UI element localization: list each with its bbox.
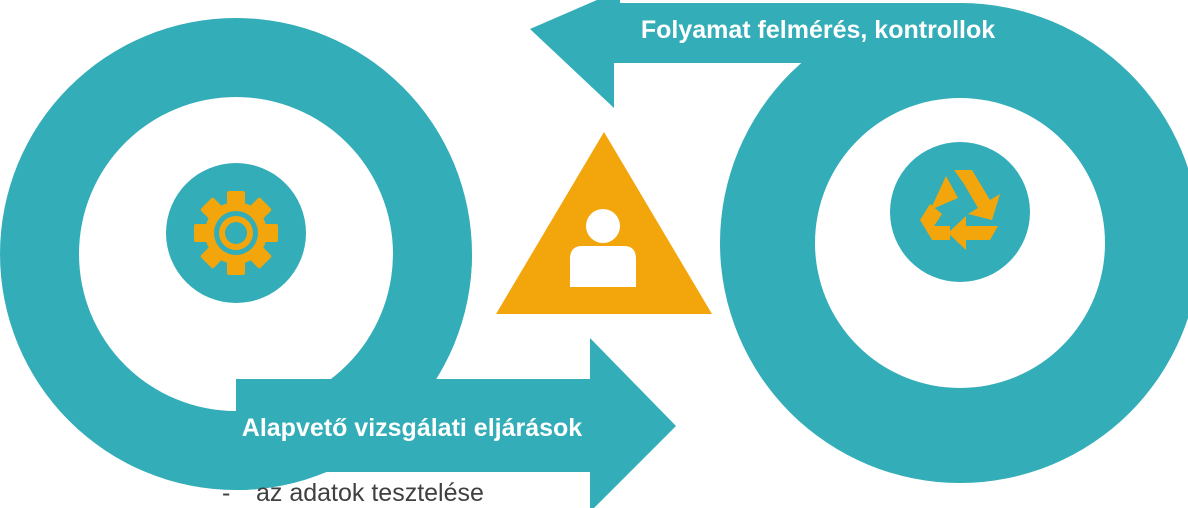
recycle-icon (920, 170, 1000, 250)
right-inner-disc (890, 142, 1030, 282)
person-icon (570, 209, 636, 287)
top-label: Folyamat felmérés, kontrollok (641, 16, 995, 44)
bottom-label: Alapvető vizsgálati eljárások (242, 414, 583, 442)
top-arrow (530, 0, 960, 108)
right-cycle (530, 0, 1188, 483)
left-cycle (0, 18, 676, 508)
bullet-text: az adatok tesztelése (256, 479, 484, 507)
bottom-arrow (236, 338, 676, 508)
left-ring-upper (236, 18, 472, 254)
gear-icon (194, 191, 278, 275)
right-ring (720, 3, 1188, 483)
center-triangle (496, 132, 712, 314)
bullet-dash: - (222, 479, 230, 507)
